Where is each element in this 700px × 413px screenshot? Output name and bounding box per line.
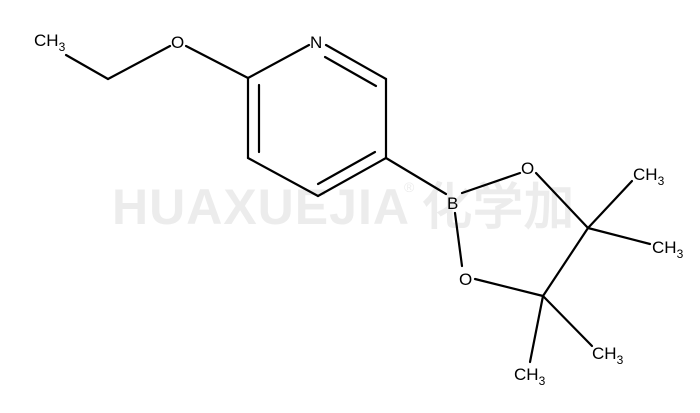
watermark-registered: ® [404, 179, 415, 195]
bonds [64, 43, 652, 364]
bond-o-top-c [534, 171, 590, 230]
bond-methyl-3 [541, 294, 594, 348]
atom-ether-o: O [171, 33, 184, 52]
bond-c5-c4 [316, 156, 388, 198]
atom-ester-o-top: O [521, 159, 534, 178]
atom-labels: CH3 O N B O O CH3 CH3 CH3 CH3 [34, 31, 684, 388]
bond-methyl-4 [528, 294, 545, 364]
atom-ester-o-bottom: O [459, 270, 472, 289]
bond-methyl-1 [586, 179, 634, 230]
bond-c5-b [384, 156, 448, 196]
atom-ethyl-ch3: CH3 [34, 31, 66, 54]
bond-ch3-ch2 [64, 53, 110, 81]
bond-b-o-top [460, 171, 522, 195]
watermark: HUAXUEJIA ® 化学加 [112, 179, 575, 235]
atom-methyl-1: CH3 [633, 165, 665, 188]
bond-ch2-o [106, 44, 172, 81]
atom-methyl-3: CH3 [592, 344, 624, 367]
bond-o-bottom-b [453, 211, 464, 268]
bond-c4-c3 [246, 156, 320, 198]
bond-c-o-bottom [473, 277, 545, 298]
bond-n-c6-inner [323, 55, 378, 88]
bond-o-c2 [184, 44, 250, 80]
atom-boron: B [447, 194, 458, 213]
atom-ring-n: N [310, 33, 322, 52]
bond-c5-c4-inner [316, 150, 377, 186]
bond-methyl-2 [586, 226, 652, 246]
bond-c-c [541, 226, 590, 298]
atom-methyl-2: CH3 [652, 238, 684, 261]
atom-methyl-4: CH3 [514, 365, 546, 388]
watermark-chinese: 化学加 [422, 179, 575, 235]
bond-n-c6 [324, 43, 388, 81]
bond-c2-n [246, 43, 311, 80]
watermark-brand: HUAXUEJIA [112, 179, 410, 235]
